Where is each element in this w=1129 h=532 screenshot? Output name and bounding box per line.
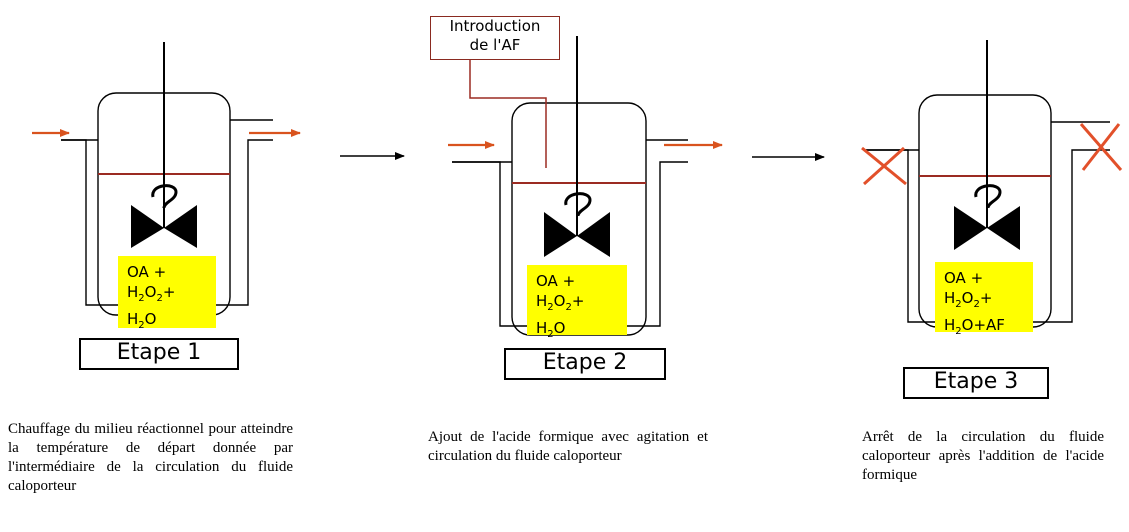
introduction-af-label: Introduction de l'AF	[430, 16, 560, 60]
stirrer-impeller-1	[131, 205, 197, 248]
reactor-3	[861, 40, 1123, 328]
cross-icon-right	[1079, 123, 1123, 171]
mixture-3-line-1: OA +	[944, 269, 984, 287]
mixture-box-1: OA + H2O2+ H2O	[118, 256, 216, 331]
introduction-line-2: de l'AF	[469, 36, 521, 54]
rotation-arrow-icon-2	[564, 192, 592, 217]
mixture-2-line-1: OA +	[536, 272, 576, 290]
rotation-arrow-icon-1	[151, 184, 178, 209]
stirrer-impeller-3	[954, 206, 1020, 250]
addition-line	[469, 58, 547, 168]
caption-etape-3: Arrêt de la circulation du fluide calopo…	[862, 429, 1104, 483]
etape-3-label: Etape 3	[903, 367, 1049, 399]
mixture-box-2: OA + H2O2+ H2O	[527, 265, 627, 340]
reactor-2	[448, 36, 723, 336]
etape-1-label: Etape 1	[79, 338, 239, 370]
etape-2-label: Etape 2	[504, 348, 666, 380]
stirrer-impeller-2	[544, 212, 610, 257]
mixture-box-3: OA + H2O2+ H2O+AF	[935, 262, 1033, 337]
caption-etape-2: Ajout de l'acide formique avec agitation…	[428, 429, 708, 464]
introduction-line-1: Introduction	[449, 17, 541, 35]
inner-vessel-2	[511, 102, 647, 336]
cross-icon-left	[861, 146, 907, 186]
mixture-1-line-1: OA +	[127, 263, 167, 281]
rotation-arrow-icon-3	[974, 184, 1002, 209]
caption-etape-1: Chauffage du milieu réactionnel pour att…	[8, 421, 293, 494]
